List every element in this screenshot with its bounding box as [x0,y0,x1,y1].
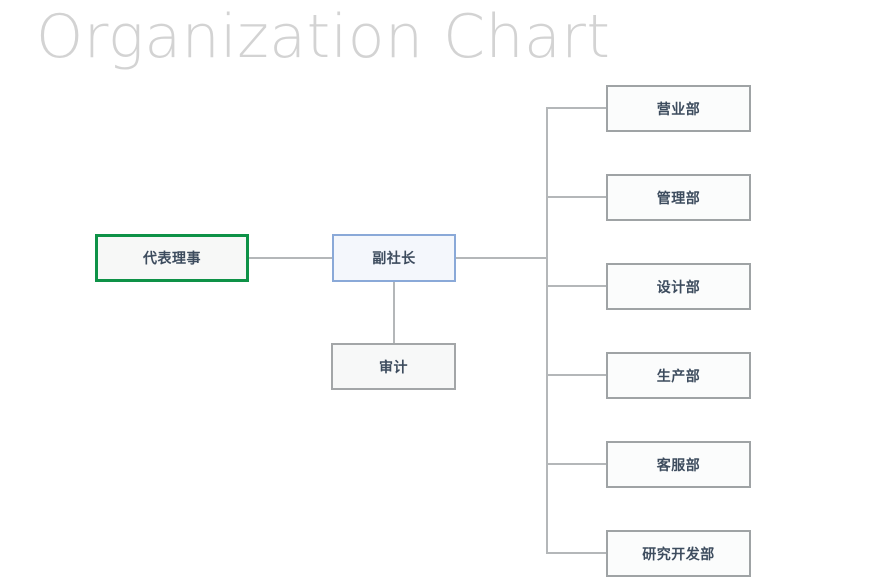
connector-root-to-vp [249,257,332,259]
connector-spine-to-dept-2 [546,196,606,198]
connector-department-spine [546,108,548,554]
page-title: Organization Chart [36,2,611,72]
node-department-management[interactable]: 管理部 [606,174,751,221]
connector-vp-to-spine [456,257,548,259]
node-audit[interactable]: 审计 [331,343,456,390]
node-representative-director[interactable]: 代表理事 [95,234,249,282]
connector-spine-to-dept-4 [546,374,606,376]
node-department-sales[interactable]: 营业部 [606,85,751,132]
connector-spine-to-dept-5 [546,463,606,465]
connector-spine-to-dept-1 [546,107,606,109]
connector-vp-to-audit [393,282,395,343]
node-department-design[interactable]: 设计部 [606,263,751,310]
connector-spine-to-dept-3 [546,285,606,287]
node-vice-president[interactable]: 副社长 [332,234,456,282]
connector-spine-to-dept-6 [546,552,606,554]
node-department-rnd[interactable]: 研究开发部 [606,530,751,577]
node-department-production[interactable]: 生产部 [606,352,751,399]
node-department-customer-service[interactable]: 客服部 [606,441,751,488]
